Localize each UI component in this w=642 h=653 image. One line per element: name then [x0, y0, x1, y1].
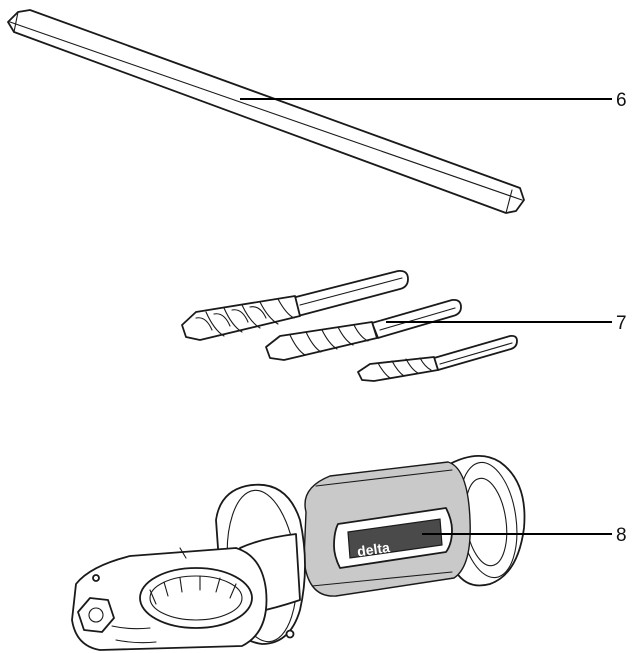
rod [7, 9, 525, 214]
callout-6: 6 [616, 90, 627, 111]
drill-bit-large [181, 270, 409, 341]
callout-7: 7 [616, 313, 627, 334]
drill-bit-medium [265, 298, 462, 361]
auxiliary-handle: delta [71, 455, 526, 651]
drill-bit-small [357, 334, 518, 382]
brand-lettering: delta [356, 539, 391, 559]
callout-8: 8 [616, 525, 627, 546]
